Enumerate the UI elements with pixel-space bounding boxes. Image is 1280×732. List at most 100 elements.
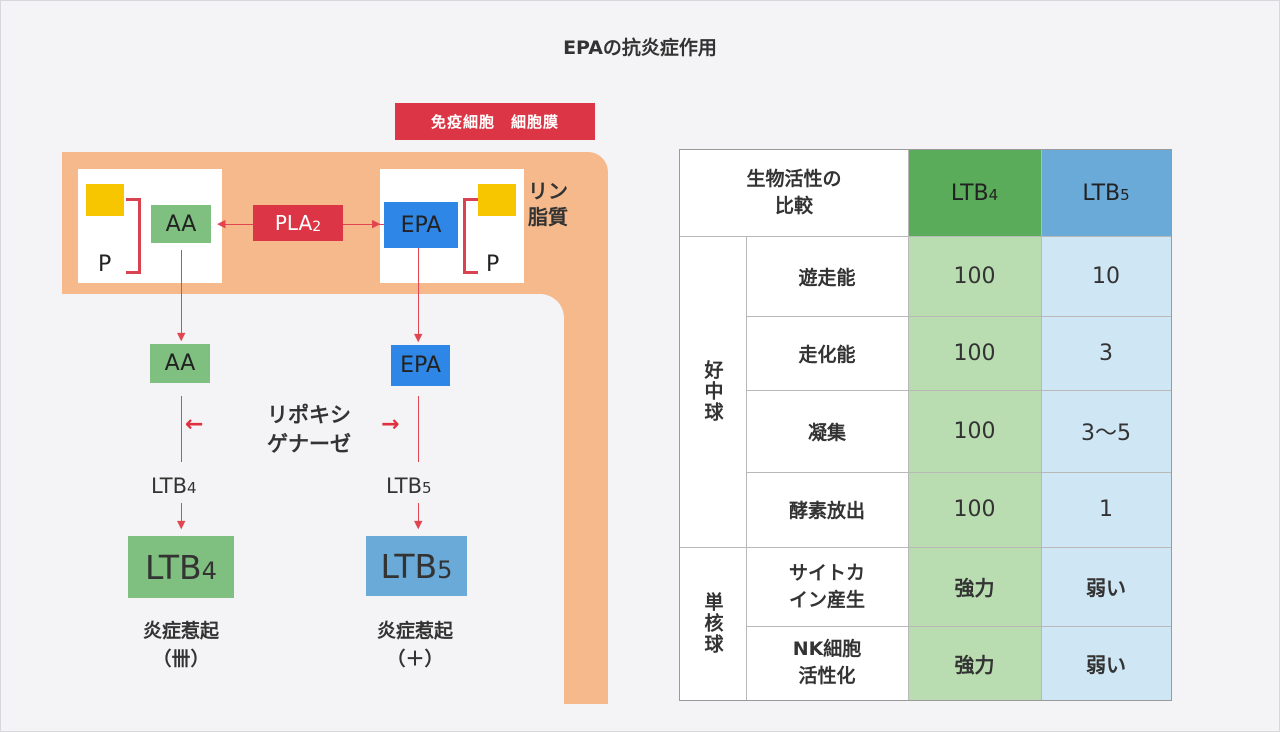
cell-ltb5: 10 — [1092, 263, 1120, 289]
free-aa-box: AA — [150, 344, 210, 383]
bracket-right — [463, 198, 478, 274]
cell-ltb5: 弱い — [1086, 652, 1126, 677]
phosphate-right: P — [486, 252, 500, 277]
glycerol-head-left — [86, 184, 124, 216]
release-arrowhead-right: ▼ — [414, 331, 423, 344]
pla2-arrowhead-left: ◀ — [217, 217, 226, 230]
product-arrowhead-left: ▼ — [177, 518, 186, 531]
ltb5-product-sub: 5 — [437, 556, 453, 584]
row-label: 走化能 — [798, 343, 856, 366]
grid-h-1 — [746, 316, 1171, 317]
grid-h-header — [680, 236, 1171, 237]
header-label: 生物活性の 比較 — [680, 150, 908, 236]
row-label: 凝集 — [807, 421, 846, 444]
outcome-right-label: 炎症惹起 — [376, 620, 453, 642]
pla2-arrowhead-right: ▶ — [372, 217, 381, 230]
lox-arrow-left: ← — [185, 412, 204, 437]
page-title: EPAの抗炎症作用 — [563, 37, 717, 59]
release-arrowhead-left: ▼ — [177, 330, 186, 343]
grid-h-3 — [746, 472, 1171, 473]
row-label: 酵素放出 — [788, 500, 865, 522]
epa-chain-box: EPA — [384, 202, 458, 248]
cell-ltb5: 3 — [1099, 340, 1113, 366]
metabolite-ltb5-base: LTB — [386, 474, 423, 498]
phospholipid-label: リン 脂質 — [528, 178, 568, 230]
grid-v-ltb — [1041, 150, 1042, 700]
product-line-left — [181, 503, 182, 525]
row-label-line1: NK細胞 — [792, 638, 862, 660]
outcome-left: 炎症惹起 （卌） — [111, 617, 251, 673]
release-line-right — [418, 248, 419, 341]
outcome-left-label: 炎症惹起 — [142, 620, 219, 642]
metabolite-ltb4-sub: 4 — [187, 479, 197, 497]
header-ltb4-base: LTB — [950, 180, 989, 206]
row-label: 遊走能 — [798, 266, 856, 289]
header-ltb4-sub: 4 — [988, 185, 999, 204]
ltb5-column-bg — [1041, 236, 1171, 700]
cell-ltb4: 100 — [953, 340, 996, 366]
lox-arrow-right: → — [381, 412, 400, 437]
row-label-line2: イン産生 — [788, 588, 865, 611]
cell-ltb5: 1 — [1099, 497, 1113, 522]
cell-ltb5: 弱い — [1086, 576, 1126, 600]
pla2-label: PLA — [274, 211, 313, 235]
cell-ltb4: 強力 — [954, 576, 995, 600]
cell-ltb5: 3〜5 — [1081, 421, 1131, 446]
cell-ltb4: 100 — [953, 263, 996, 289]
release-line-left — [181, 250, 182, 340]
phosphate-left: P — [98, 252, 112, 277]
ltb4-product-base: LTB — [145, 547, 202, 587]
free-epa-box: EPA — [391, 345, 450, 386]
header-ltb5-base: LTB — [1082, 180, 1121, 206]
header-label-line1: 生物活性の — [746, 168, 842, 190]
grid-h-group — [680, 547, 1171, 548]
header-ltb5-sub: 5 — [1120, 185, 1130, 204]
cell-ltb4: 強力 — [954, 652, 995, 677]
lipoxygenase-line2: ゲナーゼ — [267, 432, 351, 456]
group-neutrophil: 好中球 — [680, 236, 746, 547]
cell-ltb4: 100 — [953, 418, 996, 444]
phospholipid-label-line2: 脂質 — [528, 205, 568, 229]
membrane-side — [564, 294, 608, 704]
grid-v-label — [908, 150, 909, 700]
lipoxygenase-label: リポキシ ゲナーゼ — [249, 401, 369, 459]
glycerol-head-right — [478, 184, 516, 216]
outcome-right: 炎症惹起 （＋） — [345, 617, 485, 673]
row-label-line1: サイトカ — [788, 561, 865, 584]
metabolite-ltb4-label: LTB4 — [151, 474, 197, 498]
product-line-right — [418, 503, 419, 525]
grid-h-2 — [746, 390, 1171, 391]
ltb5-product-base: LTB — [380, 546, 438, 586]
cell-ltb4: 100 — [953, 497, 996, 522]
lox-line-right — [418, 396, 419, 462]
cell-membrane-banner: 免疫細胞 細胞膜 — [395, 103, 595, 140]
lipoxygenase-line1: リポキシ — [267, 403, 351, 427]
row-label: NK細胞 活性化 — [746, 626, 908, 700]
group-monocyte: 単核球 — [680, 547, 746, 700]
pla2-subscript: 2 — [312, 219, 322, 235]
header-ltb4: LTB4 — [908, 150, 1041, 236]
ltb4-column-bg — [908, 236, 1041, 700]
bracket-left — [126, 198, 141, 274]
comparison-table: LTB4 LTB5 生物活性の 比較 好中球 単核球 遊走能 100 10 走化… — [679, 149, 1172, 701]
metabolite-ltb5-sub: 5 — [422, 479, 432, 497]
header-ltb5: LTB5 — [1041, 150, 1171, 236]
row-label-line2: 活性化 — [798, 665, 856, 687]
group-neutrophil-label: 好中球 — [701, 360, 724, 423]
outcome-left-level: （卌） — [152, 648, 210, 670]
header-label-line2: 比較 — [774, 195, 813, 217]
product-arrowhead-right: ▼ — [414, 518, 423, 531]
ltb4-product-sub: 4 — [201, 557, 217, 585]
row-label: サイトカ イン産生 — [746, 547, 908, 626]
pla2-line-left — [222, 224, 253, 225]
pla2-line-right — [343, 224, 384, 225]
metabolite-ltb5-label: LTB5 — [386, 474, 432, 498]
grid-h-5 — [746, 626, 1171, 627]
group-monocyte-label: 単核球 — [701, 592, 724, 655]
phospholipid-label-line1: リン — [528, 179, 568, 203]
aa-chain-box: AA — [151, 205, 211, 243]
grid-v-group — [746, 236, 747, 700]
lox-line-left — [181, 396, 182, 462]
